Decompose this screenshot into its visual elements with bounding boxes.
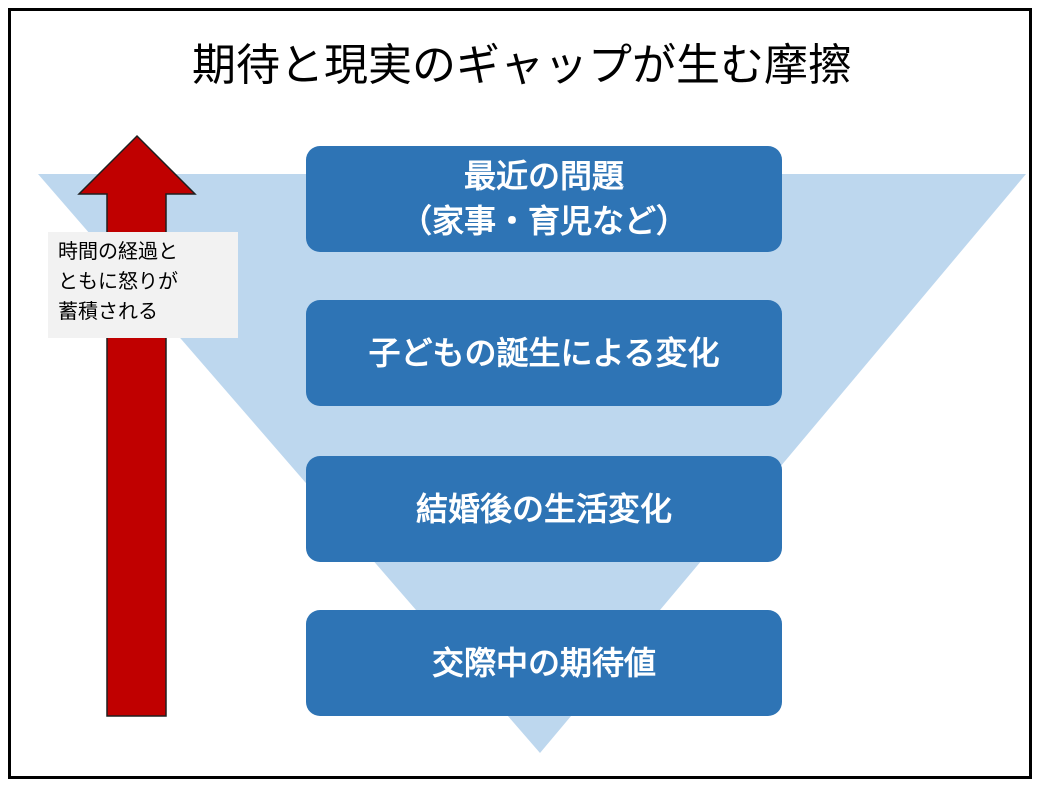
stage-box-recent-issues: 最近の問題 （家事・育児など） <box>306 146 782 252</box>
stage-label: 子どもの誕生による変化 <box>368 333 720 372</box>
stage-label: 結婚後の生活変化 <box>415 489 672 528</box>
page-title: 期待と現実のギャップが生む摩擦 <box>192 40 852 91</box>
stage-box-child-birth: 子どもの誕生による変化 <box>306 300 782 406</box>
stage-label: 交際中の期待値 <box>431 643 656 682</box>
stage-box-married-life: 結婚後の生活変化 <box>306 456 782 562</box>
stage-label: 最近の問題 <box>463 157 624 196</box>
arrow-note-line: 時間の経過と <box>58 239 178 263</box>
arrow-note-line: 蓄積される <box>58 299 158 323</box>
stage-box-dating-expectations: 交際中の期待値 <box>306 610 782 716</box>
arrow-note-line: ともに怒りが <box>58 269 178 293</box>
stage-sublabel: （家事・育児など） <box>399 202 688 240</box>
arrow-note: 時間の経過と ともに怒りが 蓄積される <box>48 232 238 338</box>
